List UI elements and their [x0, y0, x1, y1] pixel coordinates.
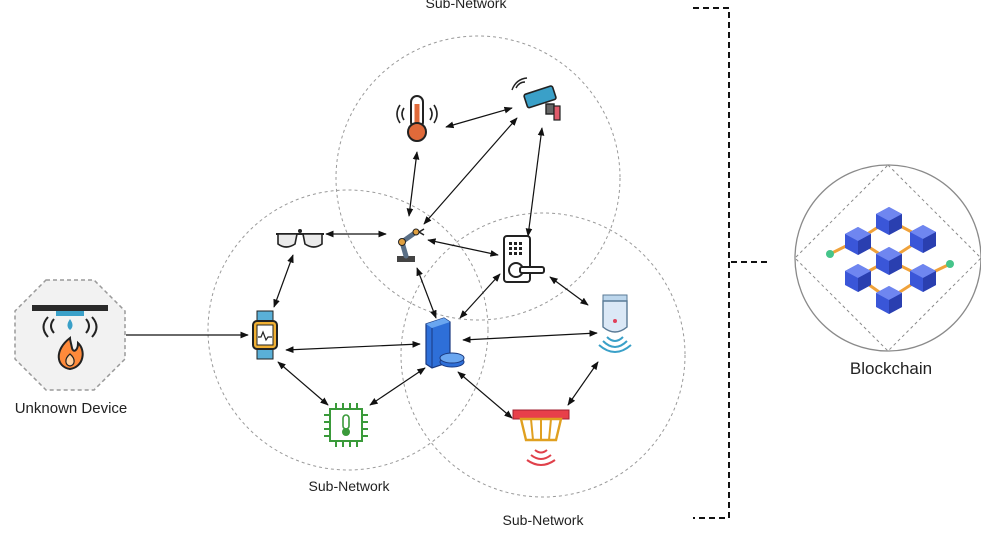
link-camera-lock	[525, 127, 545, 237]
subnetwork-top-label: Sub-Network	[426, 0, 508, 11]
subnetwork-top-circle	[335, 35, 621, 321]
unknown-device-label: Unknown Device	[15, 400, 128, 417]
fire-sensor-icon	[32, 305, 108, 371]
link-server-water	[462, 330, 598, 343]
link-chip-server	[369, 367, 426, 406]
smart-glasses-icon	[276, 229, 324, 248]
chip-temperature-icon	[324, 403, 368, 447]
link-lock-water	[549, 276, 589, 306]
water-sensor-icon	[598, 294, 632, 353]
smart-lock-icon	[503, 235, 545, 283]
link-thermo-robot	[406, 151, 420, 217]
link-lock-server	[459, 273, 501, 319]
smart-basket-icon	[512, 409, 570, 466]
connections	[126, 106, 599, 419]
link-camera-robot	[423, 117, 518, 225]
link-robot-server	[416, 267, 437, 319]
security-camera-icon	[511, 77, 561, 121]
link-robot-lock	[427, 238, 499, 257]
blockchain-bracket	[693, 7, 730, 519]
link-watch-chip	[277, 361, 329, 406]
robotic-arm-icon	[397, 228, 425, 262]
subnetwork-left-circle	[207, 189, 489, 471]
link-thermo-camera	[445, 106, 513, 129]
subnetwork-left-label: Sub-Network	[309, 478, 391, 494]
smartwatch-icon	[252, 310, 278, 360]
link-watch-server	[285, 340, 421, 354]
blockchain-diamond	[794, 164, 981, 352]
blockchain-icon	[826, 207, 954, 314]
blockchain-node	[794, 164, 981, 352]
subnetwork-right-label: Sub-Network	[503, 512, 585, 528]
link-glasses-watch	[273, 254, 294, 308]
link-water-basket	[567, 361, 599, 406]
blockchain-label: Blockchain	[850, 359, 932, 378]
thermometer-icon	[396, 95, 438, 142]
link-server-basket	[457, 371, 513, 419]
unknown-device	[14, 279, 126, 391]
server-icon	[425, 317, 465, 369]
